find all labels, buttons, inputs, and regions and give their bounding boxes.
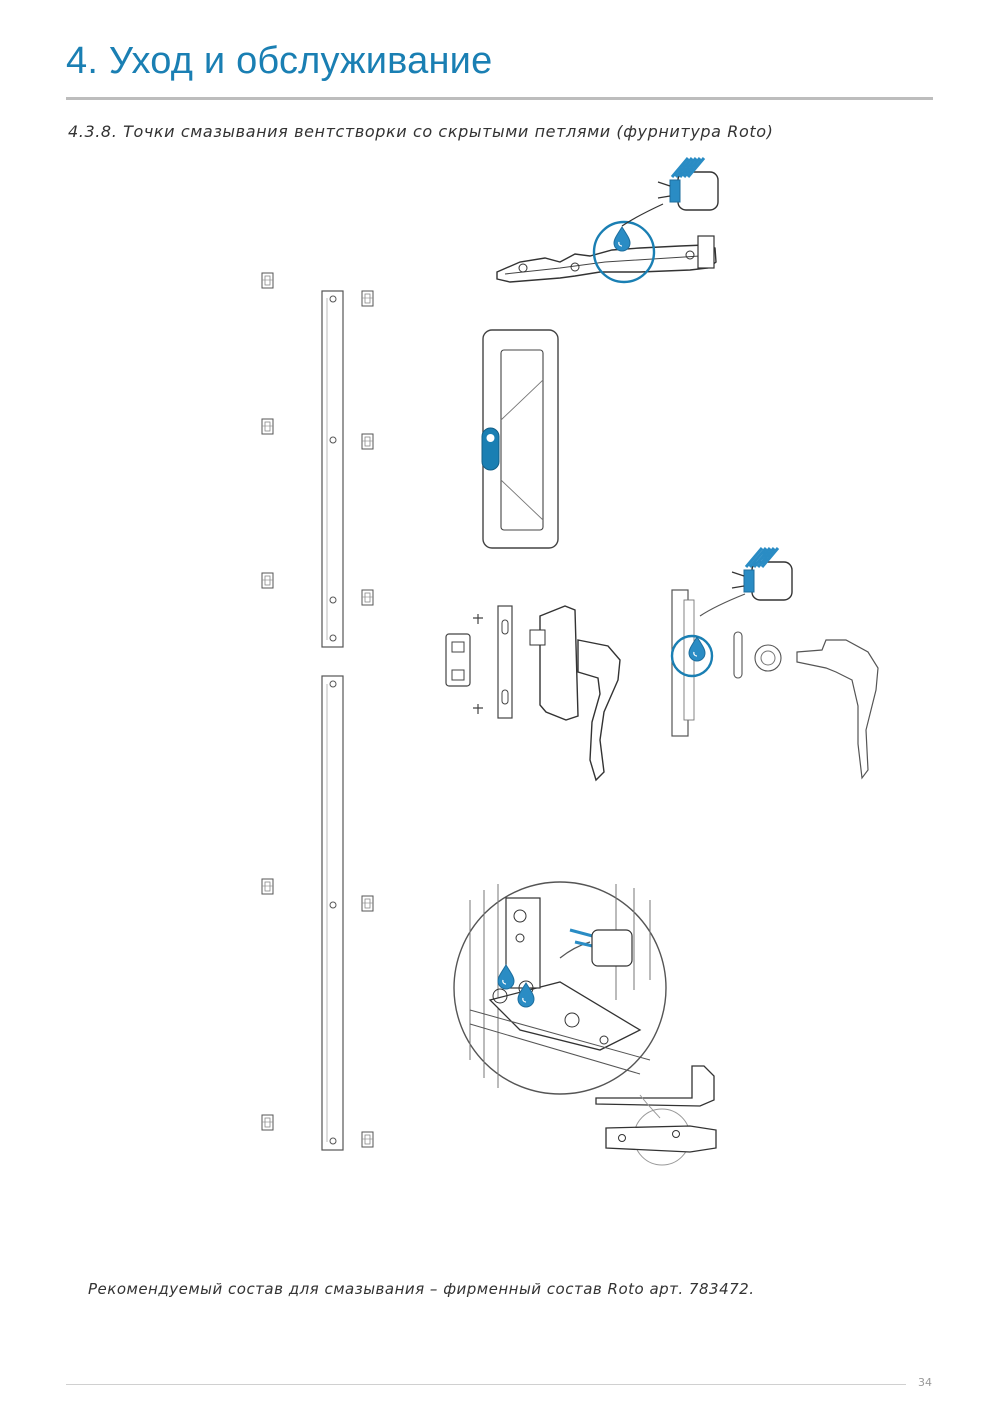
header-divider: [66, 97, 933, 100]
handle-assembly: [670, 546, 879, 780]
handle-exploded: [445, 605, 621, 782]
lubricant-recommendation: Рекомендуемый состав для смазывания – фи…: [88, 1280, 755, 1298]
page-title: 4. Уход и обслуживание: [66, 40, 493, 82]
espagnolette-rod: [321, 290, 344, 1151]
hinge-detail-magnified: [453, 881, 667, 1095]
bottom-hinge-parts: [595, 1065, 717, 1166]
keepers-left: [261, 272, 274, 1131]
section-title: 4.3.8. Точки смазывания вентстворки со с…: [68, 122, 774, 141]
keepers-right: [361, 290, 374, 1148]
top-stay-arm: [496, 156, 720, 284]
page-number: 34: [918, 1376, 932, 1389]
sash-frame-diagram: [481, 329, 559, 549]
footer-divider: [66, 1384, 906, 1385]
